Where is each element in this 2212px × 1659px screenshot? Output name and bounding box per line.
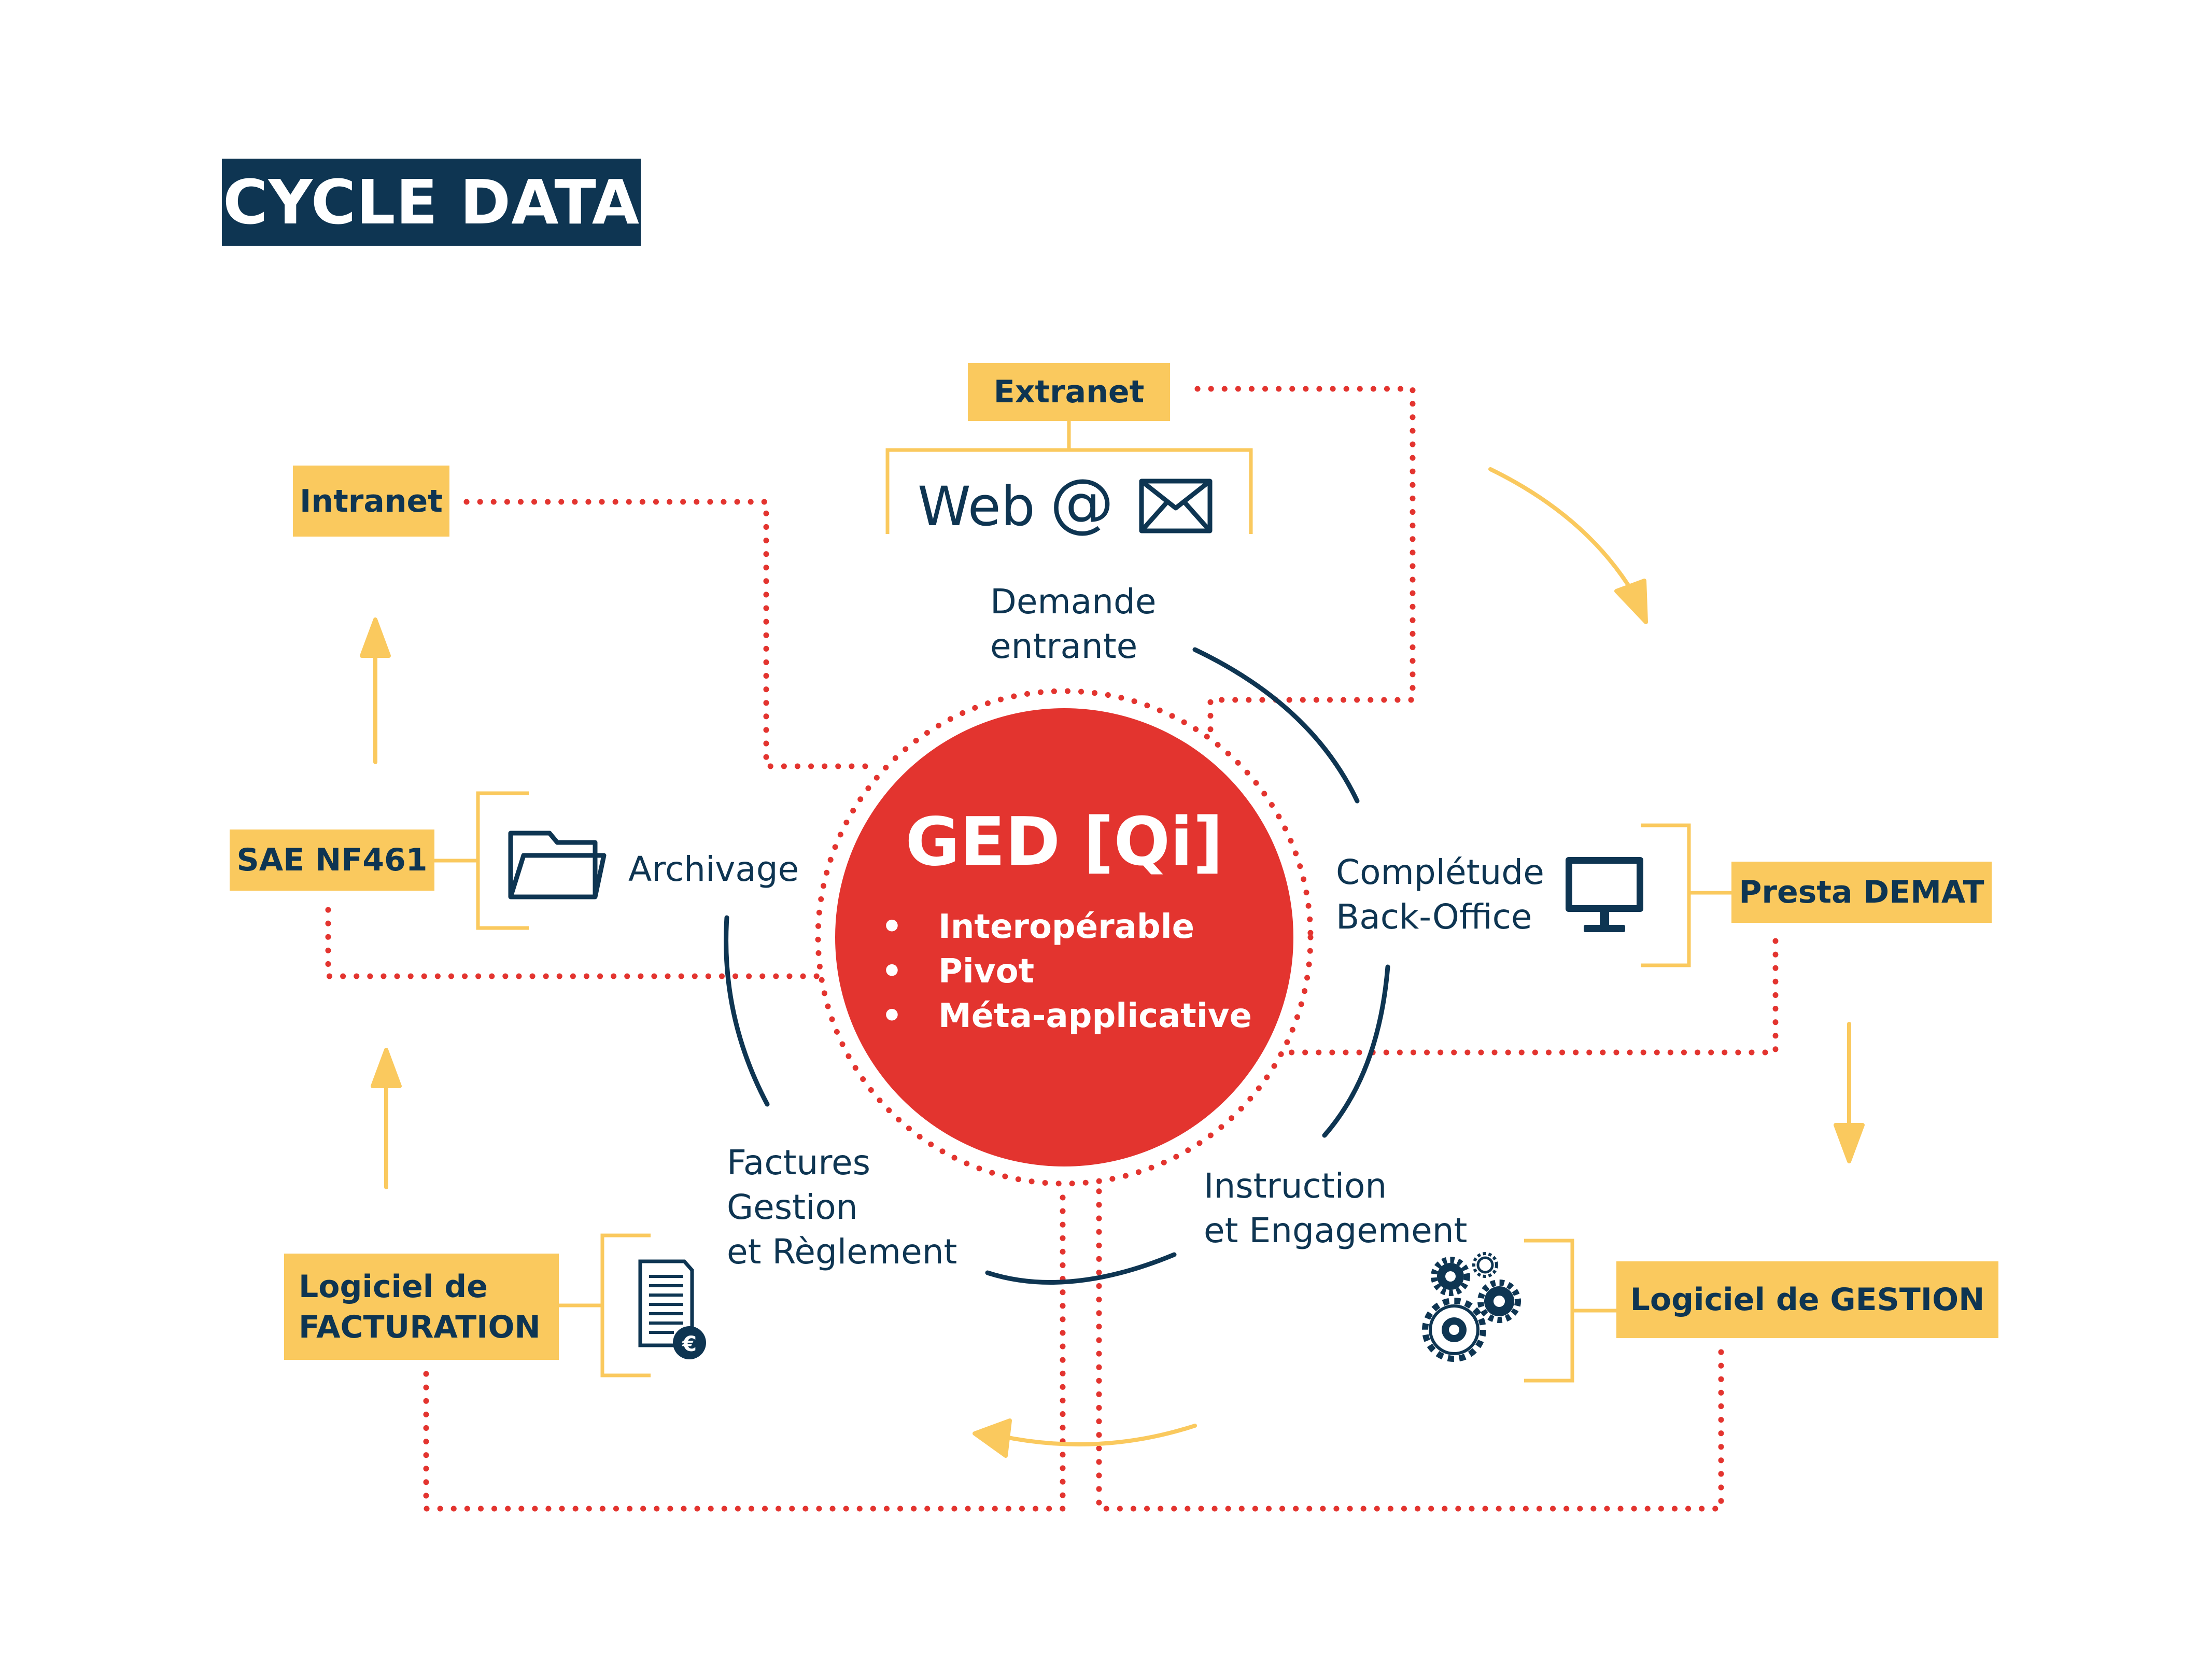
svg-text:€: € (682, 1332, 697, 1356)
tag-presta-demat: Presta DEMAT (1731, 862, 1992, 923)
arrow-curve-presta (1488, 467, 1648, 624)
bracket-sae (434, 791, 529, 930)
folder-icon (508, 831, 607, 899)
cycle-arrows (724, 647, 1390, 1285)
step-factures-line1: Factures (727, 1143, 871, 1183)
ged-feature-item: Pivot (881, 949, 1252, 994)
arrow-instruction-to-factures (985, 1252, 1177, 1285)
monitor-icon (1566, 857, 1643, 932)
step-factures-line2: Gestion (727, 1187, 858, 1227)
arrow-demande-to-completude (1192, 647, 1360, 804)
page-title: CYCLE DATA (222, 159, 641, 246)
brackets (434, 421, 1731, 1383)
tag-facturation-line2: FACTURATION (299, 1309, 541, 1345)
tag-intranet: Intranet (293, 466, 449, 537)
tag-facturation-line1: Logiciel de (299, 1268, 488, 1305)
tag-gestion: Logiciel de GESTION (1616, 1261, 1998, 1338)
arrow-curve-facturation (973, 1418, 1197, 1458)
ged-title: GED [Qi] (905, 804, 1223, 881)
bracket-presta (1641, 823, 1731, 967)
step-demande: Demande entrante (990, 580, 1157, 669)
dotted-connectors (325, 386, 1779, 1512)
connector-presta (1288, 938, 1779, 1056)
gear-top-left-icon (1431, 1257, 1470, 1296)
arrow-completude-to-instruction (1322, 964, 1390, 1138)
step-instruction-line1: Instruction (1204, 1166, 1387, 1206)
step-factures-line3: et Règlement (727, 1232, 957, 1272)
tag-extranet: Extranet (968, 363, 1170, 421)
step-completude-line1: Complétude (1336, 852, 1544, 892)
connector-intranet (463, 499, 874, 769)
tag-facturation: Logiciel de FACTURATION (284, 1254, 559, 1360)
connector-facturation (423, 1184, 1066, 1512)
step-completude-line2: Back-Office (1336, 897, 1532, 937)
arrow-up-intranet (360, 617, 391, 764)
yellow-arrows (360, 467, 1865, 1458)
step-demande-line1: Demande (990, 582, 1157, 622)
web-label: Web (918, 475, 1035, 538)
gears-icon (1422, 1252, 1521, 1362)
gear-right-icon (1477, 1280, 1521, 1323)
step-archivage: Archivage (628, 849, 799, 889)
ged-feature-item: Interopérable (881, 905, 1252, 949)
step-instruction: Instruction et Engagement (1204, 1164, 1467, 1253)
gear-large-icon (1422, 1298, 1486, 1362)
arrow-down-gestion (1834, 1022, 1865, 1163)
bracket-gestion (1524, 1239, 1616, 1383)
connector-sae (325, 907, 822, 979)
envelope-icon (1139, 479, 1213, 533)
ged-features: Interopérable Pivot Méta-applicative (881, 905, 1252, 1038)
step-instruction-line2: et Engagement (1204, 1211, 1468, 1250)
tag-sae: SAE NF461 (230, 830, 434, 891)
ged-dotted-ring (815, 688, 1314, 1187)
connector-extranet (1194, 386, 1416, 739)
step-factures: Factures Gestion et Règlement (727, 1141, 957, 1274)
at-icon: @ (1050, 466, 1114, 540)
arrow-up-sae (371, 1048, 402, 1189)
gear-small-icon (1472, 1252, 1498, 1278)
invoice-euro-icon: € (638, 1259, 706, 1359)
step-demande-line2: entrante (990, 626, 1138, 666)
bracket-extranet (885, 421, 1253, 534)
ged-feature-item: Méta-applicative (881, 994, 1252, 1038)
bracket-facturation (559, 1233, 651, 1377)
step-completude: Complétude Back-Office (1336, 850, 1544, 939)
arrow-factures-to-archivage (724, 915, 770, 1107)
